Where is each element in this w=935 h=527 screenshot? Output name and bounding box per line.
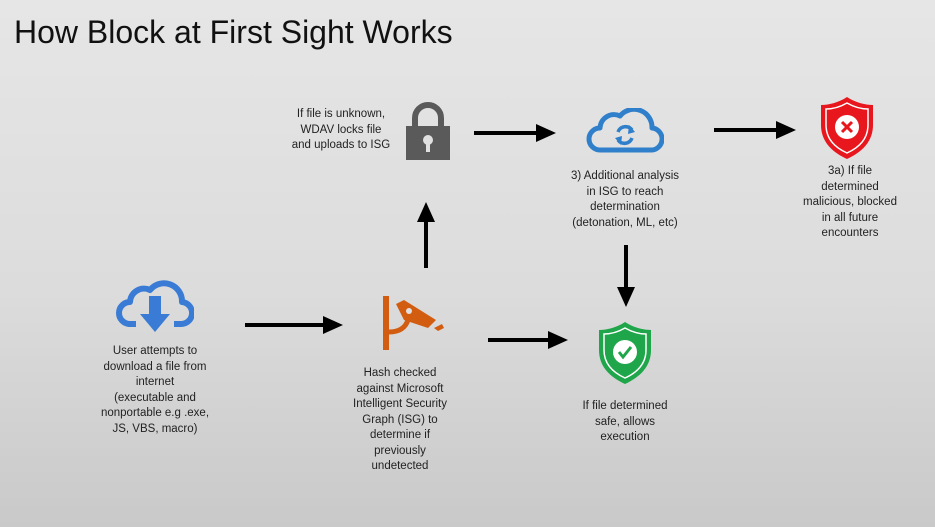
- safe-step-text: If file determined safe, allows executio…: [582, 400, 668, 443]
- arrow-right-icon: [488, 331, 568, 349]
- cloud-download-icon: [116, 280, 194, 332]
- lock-icon: [406, 102, 450, 160]
- malicious-step-text: 3a) If file determined malicious, blocke…: [803, 165, 897, 239]
- arrow-down-icon: [617, 245, 635, 307]
- shield-check-icon: [599, 322, 651, 384]
- security-camera-icon: [383, 296, 444, 350]
- arrow-right-icon: [245, 316, 343, 334]
- download-step-text: User attempts to download a file from in…: [100, 345, 210, 435]
- analysis-step-text: 3) Additional analysis in ISG to reach d…: [570, 170, 680, 229]
- arrow-right-icon: [714, 121, 796, 139]
- shield-x-icon: [821, 97, 873, 159]
- arrow-right-icon: [474, 124, 556, 142]
- lock-step-text: If file is unknown, WDAV locks file and …: [291, 108, 391, 151]
- hash-step-text: Hash checked against Microsoft Intellige…: [353, 367, 447, 472]
- slide-title: How Block at First Sight Works: [14, 14, 453, 50]
- arrow-up-icon: [417, 202, 435, 268]
- cloud-sync-icon: [586, 108, 664, 153]
